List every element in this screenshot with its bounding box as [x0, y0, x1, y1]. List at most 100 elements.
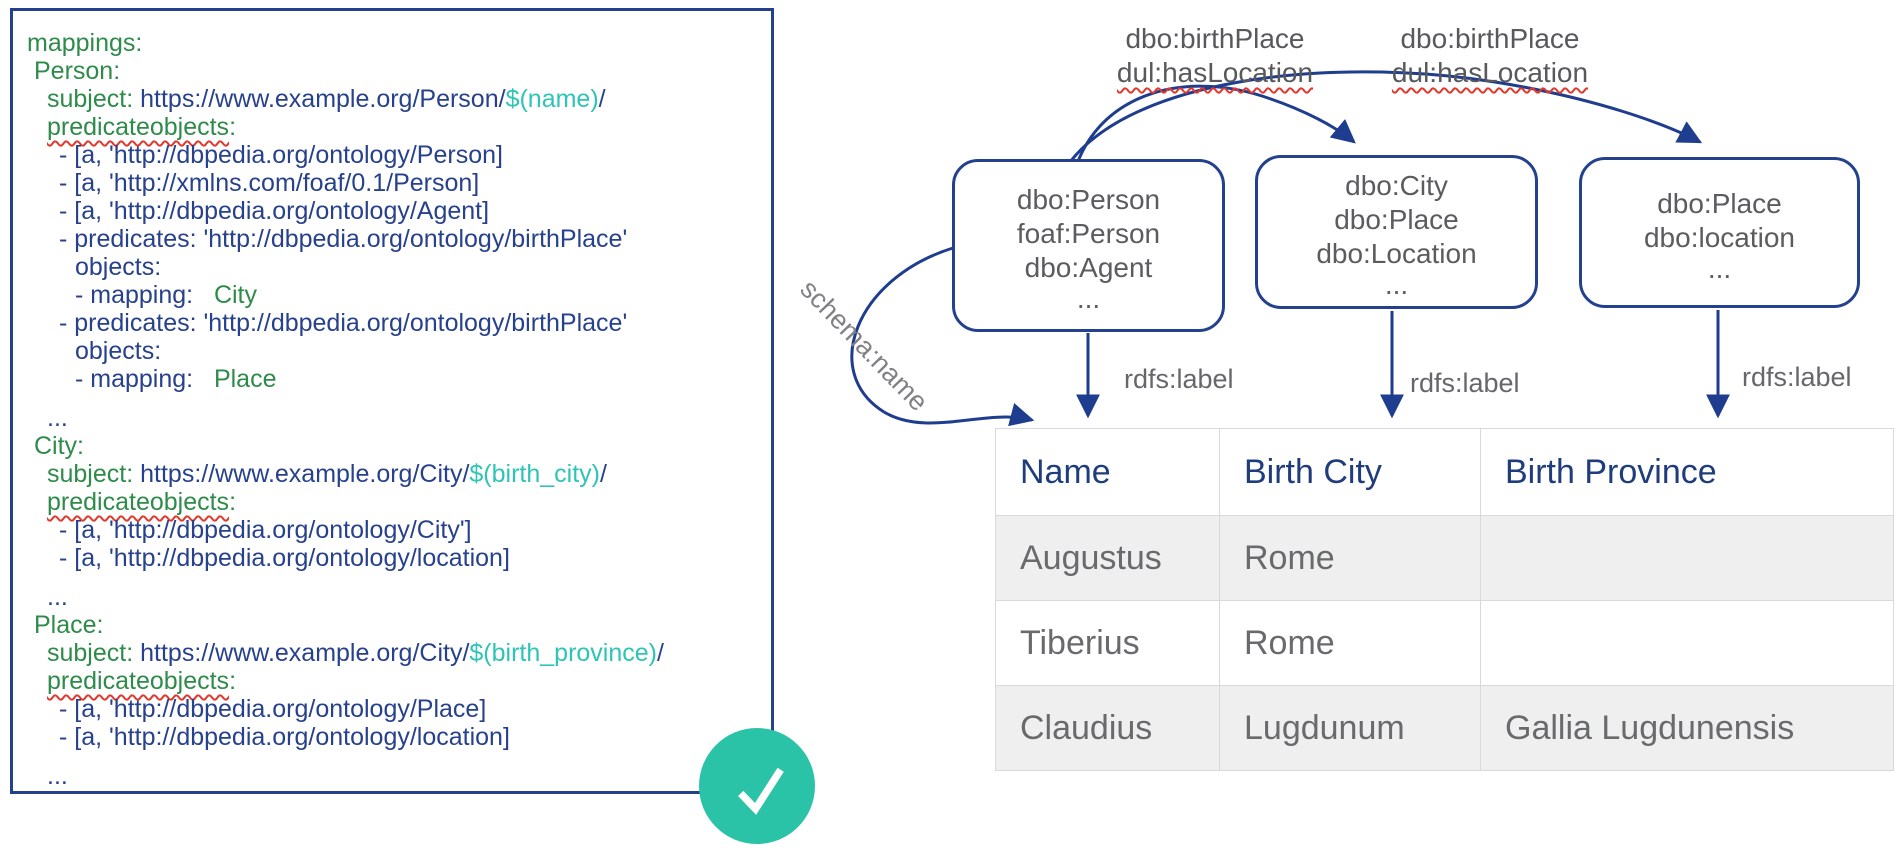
- table-cell: Tiberius: [995, 600, 1220, 686]
- code-line: mappings:: [27, 29, 761, 57]
- node-class-label: dbo:location: [1643, 221, 1795, 253]
- code-segment: subject:: [47, 85, 134, 113]
- code-line: Person:: [27, 57, 761, 85]
- code-line: predicateobjects:: [27, 488, 761, 516]
- table-cell: Augustus: [995, 515, 1220, 601]
- table-header-row: Name Birth City Birth Province: [995, 428, 1894, 516]
- code-line: - [a, 'http://dbpedia.org/ontology/locat…: [27, 723, 761, 751]
- code-segment: predicateobjects: [47, 667, 230, 695]
- code-segment: - mapping:: [75, 365, 214, 393]
- code-line: predicateobjects:: [27, 113, 761, 141]
- table-cell: Rome: [1219, 515, 1481, 601]
- code-segment: :: [229, 113, 237, 141]
- code-segment: mappings:: [27, 29, 143, 57]
- predicate-label-line2: dul:hasLocation: [1116, 57, 1314, 88]
- code-segment: /: [600, 460, 607, 488]
- code-segment: $(birth_province): [469, 639, 657, 667]
- table-cell: Lugdunum: [1219, 685, 1481, 771]
- edge-schema-name: [850, 246, 1035, 427]
- code-line: objects:: [27, 337, 761, 365]
- checkmark-icon: [738, 767, 784, 815]
- code-line: Place:: [27, 611, 761, 639]
- node-class-label: dbo:Place: [1334, 204, 1459, 235]
- code-segment: Person:: [34, 57, 121, 85]
- node-class-label: dbo:City: [1345, 170, 1448, 201]
- code-line: predicateobjects:: [27, 667, 761, 695]
- code-segment: - predicates: 'http://dbpedia.org/ontolo…: [59, 225, 628, 253]
- rdfs-label-person: rdfs:label: [1124, 364, 1234, 394]
- code-line: - [a, 'http://dbpedia.org/ontology/locat…: [27, 544, 761, 572]
- code-line: subject: https://www.example.org/City/$(…: [27, 460, 761, 488]
- code-segment: https://www.example.org/City/: [133, 460, 470, 488]
- node-class-label: dbo:Place: [1657, 187, 1782, 219]
- code-line: - mapping: City: [27, 281, 761, 309]
- code-segment: ...: [47, 762, 68, 790]
- edge-person-to-place: [1060, 70, 1703, 175]
- code-segment: /: [598, 85, 606, 113]
- code-segment: City: [213, 281, 258, 309]
- node-ellipsis: ...: [1707, 252, 1732, 284]
- rdfs-label-city: rdfs:label: [1410, 368, 1520, 398]
- table-header-birth-city: Birth City: [1219, 428, 1481, 516]
- code-line: - [a, 'http://dbpedia.org/ontology/City'…: [27, 516, 761, 544]
- code-segment: subject:: [47, 460, 134, 488]
- predicate-label-place: dbo:birthPlace dul:hasLocation: [1340, 22, 1640, 90]
- code-segment: https://www.example.org/Person/: [133, 85, 506, 113]
- mapping-code-panel: mappings:Person:subject: https://www.exa…: [10, 8, 774, 794]
- code-line: ...: [27, 583, 761, 611]
- table-cell: Claudius: [995, 685, 1220, 771]
- code-segment: https://www.example.org/City/: [133, 639, 470, 667]
- code-segment: predicateobjects: [47, 113, 230, 141]
- code-segment: objects:: [75, 337, 162, 365]
- code-line: - predicates: 'http://dbpedia.org/ontolo…: [27, 225, 761, 253]
- node-ellipsis: ...: [1384, 269, 1409, 300]
- node-class-label: dbo:Location: [1316, 238, 1477, 269]
- node-ellipsis: ...: [1076, 282, 1101, 314]
- code-segment: - [a, 'http://dbpedia.org/ontology/locat…: [59, 723, 510, 751]
- code-segment: City:: [34, 432, 84, 460]
- code-line: - predicates: 'http://dbpedia.org/ontolo…: [27, 309, 761, 337]
- code-segment: ...: [47, 583, 68, 611]
- code-line: - [a, 'http://dbpedia.org/ontology/Place…: [27, 695, 761, 723]
- code-segment: - [a, 'http://xmlns.com/foaf/0.1/Person]: [59, 169, 480, 197]
- code-line: - [a, 'http://dbpedia.org/ontology/Perso…: [27, 141, 761, 169]
- code-segment: :: [229, 488, 237, 516]
- edge-person-to-city: [1073, 84, 1356, 171]
- predicate-label-line2: dul:hasLocation: [1391, 57, 1589, 88]
- code-segment: Place: [213, 365, 277, 393]
- code-segment: predicateobjects: [47, 488, 230, 516]
- code-line: subject: https://www.example.org/City/$(…: [27, 639, 761, 667]
- code-line: City:: [27, 432, 761, 460]
- code-segment: $(name): [505, 85, 599, 113]
- code-line: subject: https://www.example.org/Person/…: [27, 85, 761, 113]
- code-segment: - predicates: 'http://dbpedia.org/ontolo…: [59, 309, 628, 337]
- node-class-label: dbo:Agent: [1024, 251, 1153, 283]
- code-segment: - [a, 'http://dbpedia.org/ontology/Perso…: [59, 141, 503, 169]
- code-segment: - [a, 'http://dbpedia.org/ontology/City'…: [59, 516, 472, 544]
- table-header-birth-province: Birth Province: [1480, 428, 1894, 516]
- code-line: - [a, 'http://dbpedia.org/ontology/Agent…: [27, 197, 761, 225]
- code-segment: - mapping:: [75, 281, 214, 309]
- code-line: - [a, 'http://xmlns.com/foaf/0.1/Person]: [27, 169, 761, 197]
- predicate-label-line1: dbo:birthPlace: [1400, 23, 1580, 54]
- node-class-label: foaf:Person: [1016, 217, 1161, 249]
- code-segment: - [a, 'http://dbpedia.org/ontology/Agent…: [59, 197, 490, 225]
- code-line: - mapping: Place: [27, 365, 761, 393]
- code-line: ...: [27, 404, 761, 432]
- code-line: ...: [27, 762, 761, 790]
- code-line: objects:: [27, 253, 761, 281]
- code-segment: - [a, 'http://dbpedia.org/ontology/Place…: [59, 695, 487, 723]
- code-segment: objects:: [75, 253, 162, 281]
- code-segment: - [a, 'http://dbpedia.org/ontology/locat…: [59, 544, 510, 572]
- code-segment: :: [229, 667, 237, 695]
- table-cell: Gallia Lugdunensis: [1480, 685, 1894, 771]
- node-class-label: dbo:Person: [1016, 183, 1161, 215]
